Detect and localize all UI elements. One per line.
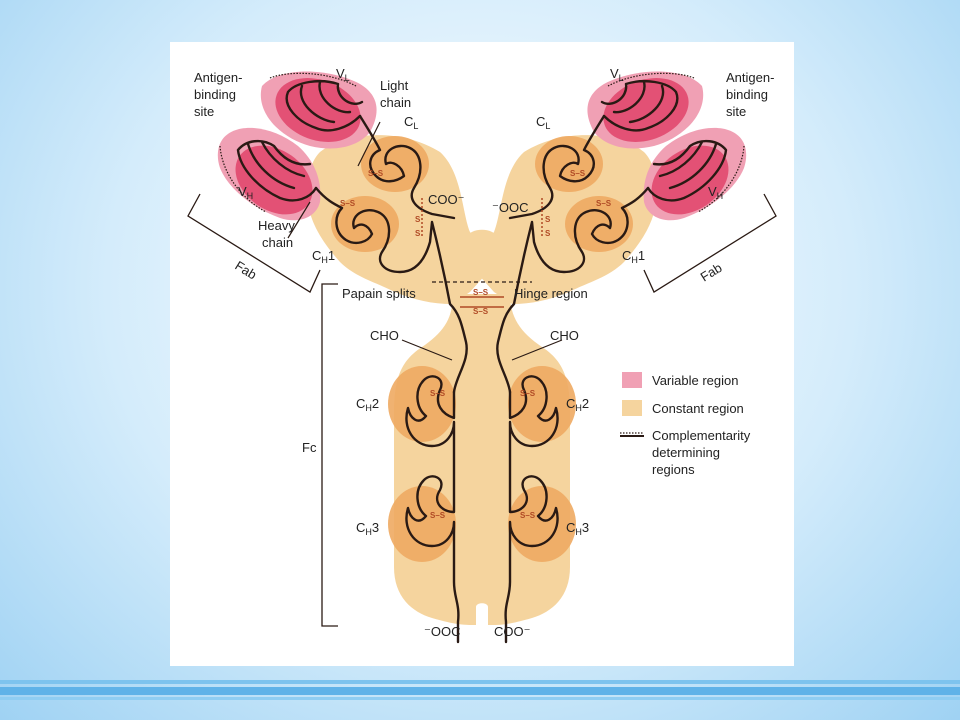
- legend-label-constant: Constant region: [652, 401, 744, 416]
- fab-label-right: Fab: [698, 260, 725, 285]
- disulfide-label: S–S: [520, 511, 536, 520]
- right-cdr-heavy: [697, 145, 745, 213]
- antibody-body: [217, 71, 747, 625]
- ch3-label-right: CH3: [566, 520, 589, 537]
- fab-label-left: Fab: [232, 258, 259, 283]
- right-heavy-chain-fc: [504, 375, 559, 644]
- left-heavy-chain-fc: [405, 375, 460, 644]
- cho-label-left: CHO: [370, 328, 399, 343]
- vl-label-right: VL: [610, 66, 624, 83]
- left-ch3-domain: [388, 486, 456, 562]
- ch2-label-left: CH2: [356, 396, 379, 413]
- ch1-label-left: CH1: [312, 248, 335, 265]
- right-vl-chain: [600, 80, 679, 132]
- cl-label-right: CL: [536, 114, 550, 131]
- fc-label: Fc: [302, 440, 317, 455]
- disulfide-label: S–S: [340, 199, 356, 208]
- disulfide-label: S–S: [368, 169, 384, 178]
- right-light-chain: [508, 114, 606, 220]
- cho-pointer-left: [401, 339, 453, 361]
- light-chain-pointer: [357, 121, 381, 167]
- sulfur-label: S: [415, 229, 421, 238]
- decorative-band-top: [0, 680, 960, 684]
- disulfide-label: S–S: [473, 288, 489, 297]
- legend-label-variable: Variable region: [652, 373, 738, 388]
- left-cdr-heavy: [219, 145, 267, 213]
- cho-pointer-right: [511, 339, 563, 361]
- fc-bracket: [321, 283, 338, 627]
- coo-label-left: COO⁻: [428, 192, 464, 207]
- decorative-band-middle: [0, 687, 960, 695]
- fc-stem-region: [394, 294, 570, 625]
- left-ch1-domain: [331, 196, 399, 252]
- disulfide-label: S–S: [430, 511, 446, 520]
- sulfur-label: S: [545, 229, 551, 238]
- ooc-bottom-label: ⁻OOC: [424, 624, 460, 639]
- disulfide-label: S–S: [430, 389, 446, 398]
- vh-label-left: VH: [238, 184, 253, 201]
- coo-bottom-label: COO⁻: [494, 624, 530, 639]
- ooc-label-right: ⁻OOC: [492, 200, 528, 215]
- left-vl-chain: [285, 80, 364, 132]
- left-vh-chain: [236, 139, 318, 202]
- ch1-label-right: CH1: [622, 248, 645, 265]
- vl-label-left: VL: [336, 66, 350, 83]
- sulfur-label: S: [545, 215, 551, 224]
- heavy-chain-pointer: [287, 201, 311, 239]
- cho-label-right: CHO: [550, 328, 579, 343]
- papain-splits-label: Papain splits: [342, 286, 416, 301]
- ch3-label-left: CH3: [356, 520, 379, 537]
- left-cdr-light: [269, 72, 357, 87]
- right-ch1-domain: [565, 196, 633, 252]
- vh-label-right: VH: [708, 184, 723, 201]
- disulfide-label: S–S: [520, 389, 536, 398]
- polypeptide-chains: [187, 72, 777, 644]
- left-heavy-chain-upper: [314, 186, 468, 394]
- hinge-region-label: Hinge region: [514, 286, 588, 301]
- legend-swatch-constant: [622, 400, 642, 416]
- disulfide-label: S–S: [596, 199, 612, 208]
- legend-swatch-variable: [622, 372, 642, 388]
- fab-bracket-left: [187, 193, 321, 293]
- cl-label-left: CL: [404, 114, 418, 131]
- right-vh-chain: [646, 139, 728, 202]
- arm-junction: [462, 229, 502, 272]
- ch2-label-right: CH2: [566, 396, 589, 413]
- disulfide-label: S–S: [473, 307, 489, 316]
- left-light-chain: [358, 114, 456, 220]
- fab-bracket-right: [643, 193, 777, 293]
- right-heavy-chain-upper: [496, 186, 650, 394]
- decorative-band-bottom: [0, 697, 960, 700]
- right-ch2-domain: [508, 366, 576, 442]
- sulfur-label: S: [415, 215, 421, 224]
- disulfide-label: S–S: [570, 169, 586, 178]
- right-cdr-light: [607, 72, 695, 87]
- legend: Variable region Constant region Compleme…: [620, 372, 751, 477]
- left-ch2-domain: [388, 366, 456, 442]
